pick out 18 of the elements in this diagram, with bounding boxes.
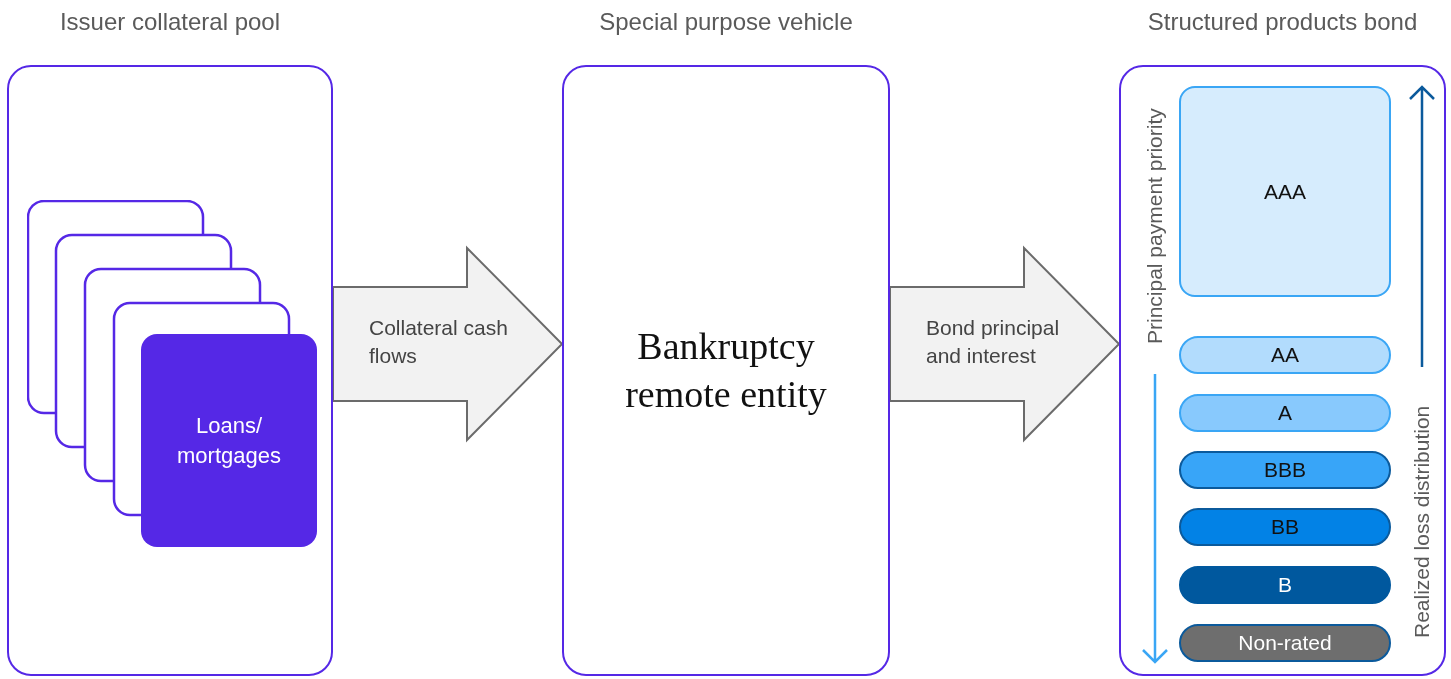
axis-label: Realized loss distribution <box>1410 404 1434 641</box>
tranche-bar: AAA <box>1179 86 1391 297</box>
tranche-bar: A <box>1179 394 1391 432</box>
tranche-bar: BB <box>1179 508 1391 546</box>
edge-label: Collateral cash flows <box>369 315 509 370</box>
tranche-bar: Non-rated <box>1179 624 1391 662</box>
tranche-bar: BBB <box>1179 451 1391 489</box>
block-arrow <box>332 245 564 443</box>
tranche-bar: B <box>1179 566 1391 604</box>
loan-card-stack: Loans/ mortgages <box>27 200 317 547</box>
axis-label: Principal payment priority <box>1143 107 1167 346</box>
panel-heading: Structured products bond <box>1147 8 1418 35</box>
tranche-bar: AA <box>1179 336 1391 374</box>
edge-label: Bond principal and interest <box>926 315 1061 370</box>
panel-heading: Issuer collateral pool <box>59 8 281 35</box>
block-arrow <box>889 245 1121 443</box>
panel-heading: Special purpose vehicle <box>599 8 853 35</box>
entity-panel: Bankruptcy remote entity <box>562 65 890 676</box>
